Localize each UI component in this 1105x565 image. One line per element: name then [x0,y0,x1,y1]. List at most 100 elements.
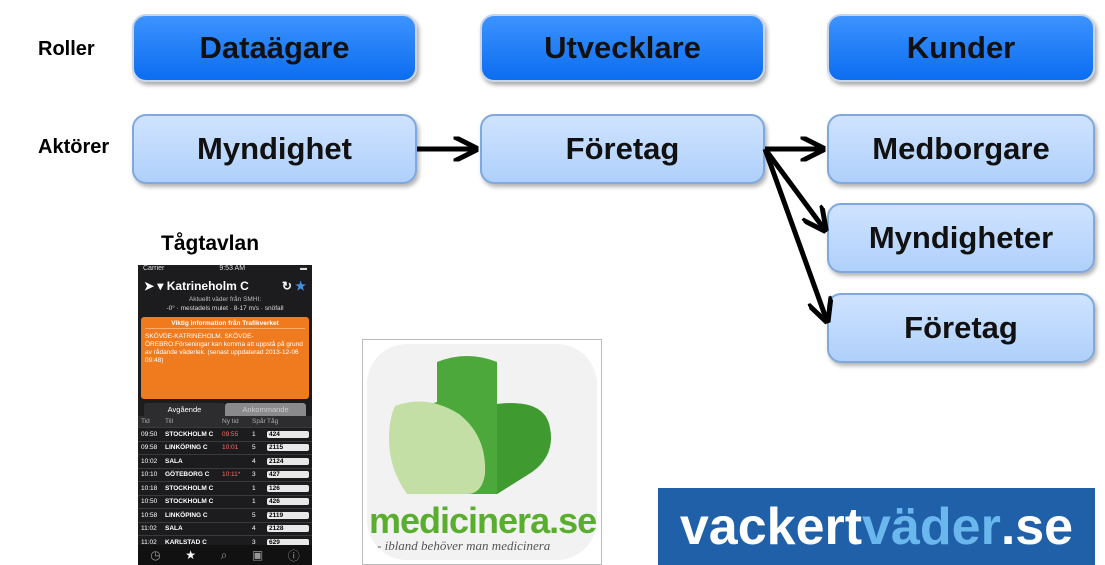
departure-destination: KARLSTAD C [165,538,207,546]
vackertvader-part-3: .se [1000,497,1074,556]
train-icon: ▣ [251,548,264,562]
departure-destination: LINKÖPING C [165,444,208,452]
alert-heading: Viktig information från Trafikverket [145,320,305,329]
departure-train: 426 [267,498,309,506]
favorites-icon: ★ [185,548,197,562]
medicinera-tagline: - ibland behöver man medicinera [377,538,551,553]
departure-time: 11:02 [141,538,157,546]
departure-train: 427 [267,471,309,479]
actors-row-label: Aktörer [38,136,110,158]
actor-box-company: Företag [480,114,765,184]
departure-track: 5 [252,511,256,519]
departure-train: 2128 [267,525,309,533]
departure-destination: LINKÖPING C [165,511,208,519]
departure-new-time: 10:11* [222,471,241,479]
app-title-tagtavlan: Tågtavlan [161,232,260,255]
alert-text: SKÖVDE-KATRINEHOLM, SKÖVDE-ÖREBRO:Försen… [145,333,303,364]
roles-row-label: Roller [38,38,95,60]
role-box-customers: Kunder [827,14,1095,82]
departure-row[interactable]: 10:02 SALA 4 2124 [138,454,312,468]
search-icon: ⌕ [220,547,228,562]
departure-new-time: 10:01 [222,444,239,452]
departure-row[interactable]: 09:50 STOCKHOLM C 09:55 1 424 [138,427,312,441]
departure-track: 1 [252,430,256,438]
departure-train: 2124 [267,457,309,465]
departure-destination: STOCKHOLM C [165,484,214,492]
departure-time: 09:58 [141,444,158,452]
medicinera-logo: medicinera.se - ibland behöver man medic… [362,339,602,565]
medicinera-wordmark: medicinera.se [369,500,597,541]
actor-box-citizens: Medborgare [827,114,1095,184]
departure-row[interactable]: 10:58 LINKÖPING C 5 2119 [138,508,312,522]
departure-time: 09:50 [141,430,158,438]
departure-time: 10:50 [141,498,158,506]
battery-icon: ▬ [299,265,307,272]
medicinera-icon-tile: medicinera.se - ibland behöver man medic… [367,344,597,560]
station-header: ➤ ▾ Katrineholm C ↻ ★ [138,277,312,295]
weather-heading: Aktuellt väder från SMHI: [188,296,262,303]
departure-row[interactable]: 09:58 LINKÖPING C 10:01 5 2115 [138,440,312,455]
arrow-company-to-authorities [762,147,825,230]
col-new-time: Ny tid [222,418,239,425]
col-time: Tid [141,418,150,425]
carrier-label: Carrier [143,265,165,272]
station-name: Katrineholm C [166,279,249,293]
departure-time: 11:02 [141,525,157,533]
actor-box-authority: Myndighet [132,114,417,184]
departure-track: 1 [252,484,256,492]
departure-destination: STOCKHOLM C [165,498,214,506]
col-to: Till [165,418,174,425]
departure-train: 2115 [267,444,309,452]
vackertvader-part-2: väder [862,497,1001,556]
departure-track: 3 [252,471,256,479]
medicinera-cross-icon [389,356,551,494]
star-icon: ★ [295,279,306,293]
departure-track: 3 [252,538,256,546]
actor-box-companies: Företag [827,293,1095,363]
clock-icon: ◷ [150,548,161,562]
actor-box-authorities: Myndigheter [827,203,1095,273]
departure-train: 126 [267,484,309,492]
departure-train: 2119 [267,511,309,519]
departure-row[interactable]: 11:02 SALA 4 2128 [138,521,312,536]
departure-time: 10:58 [141,511,158,519]
tab-departures: Avgående [144,403,225,416]
departures-header: Tid Till Ny tid Spår Tåg [138,416,312,427]
phone-tab-bar: ◷ ★ ⌕ ▣ ⓘ [138,545,312,565]
departure-track: 5 [252,444,256,452]
clock-label: 9:53 AM [219,265,246,272]
refresh-icon: ↻ [281,279,292,293]
location-arrow-icon: ➤ ▾ [144,279,167,293]
departure-row[interactable]: 10:10 GÖTEBORG C 10:11* 3 427 [138,467,312,482]
departure-train: 424 [267,430,309,438]
tagtavlan-screenshot: Carrier 9:53 AM ▬ ➤ ▾ Katrineholm C ↻ ★ … [138,265,312,565]
departure-row[interactable]: 10:50 STOCKHOLM C 1 426 [138,494,312,509]
departure-new-time: 09:55 [222,430,239,438]
weather-text: -0° · mestadels mulet · 8-17 m/s · snöfa… [166,305,284,312]
departure-track: 4 [252,457,256,465]
departure-time: 10:02 [141,457,158,465]
role-box-data-owner: Dataägare [132,14,417,82]
departure-time: 10:18 [141,484,158,492]
col-track: Spår [252,418,266,425]
departure-destination: SALA [165,457,183,465]
departure-destination: SALA [165,525,183,533]
departure-row[interactable]: 10:18 STOCKHOLM C 1 126 [138,481,312,495]
departure-row[interactable]: 11:02 KARLSTAD C 3 629 [138,535,312,549]
tab-arrivals: Ankommande [225,403,306,416]
departure-time: 10:10 [141,471,158,479]
info-icon: ⓘ [287,548,300,563]
departure-destination: STOCKHOLM C [165,430,214,438]
role-box-developer: Utvecklare [480,14,765,82]
departure-track: 4 [252,525,256,533]
phone-status-bar: Carrier 9:53 AM ▬ [138,265,312,277]
arrow-company-to-companies [762,148,827,321]
vackertvader-part-1: vackert [679,497,863,556]
traffic-alert: Viktig information från Trafikverket SKÖ… [141,317,309,399]
departure-train: 629 [267,538,309,546]
departure-destination: GÖTEBORG C [165,471,210,479]
departure-track: 1 [252,498,256,506]
